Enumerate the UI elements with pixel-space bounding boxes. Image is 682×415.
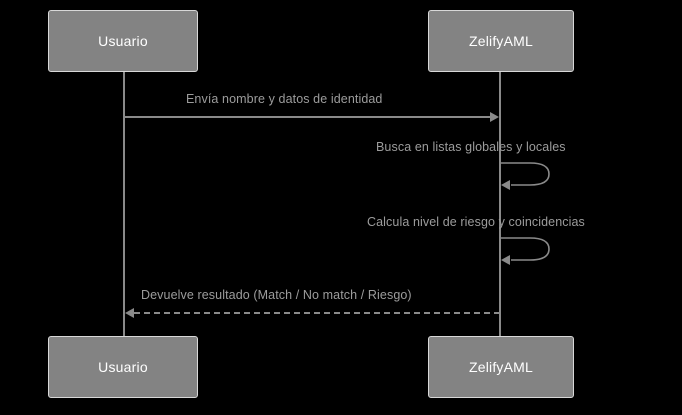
lifeline-usuario xyxy=(123,72,125,336)
message-1-label: Envía nombre y datos de identidad xyxy=(186,92,383,106)
message-2-self-loop xyxy=(500,161,556,189)
message-3-arrowhead xyxy=(501,255,510,265)
participant-footer-zelifyaml-label: ZelifyAML xyxy=(468,359,534,375)
message-3-label: Calcula nivel de riesgo y coincidencias xyxy=(367,215,585,229)
participant-header-usuario-label: Usuario xyxy=(98,33,148,49)
lifeline-zelifyaml xyxy=(499,72,501,336)
message-1-arrowhead xyxy=(490,112,499,122)
participant-footer-zelifyaml[interactable]: ZelifyAML xyxy=(428,336,574,398)
message-4-arrowhead xyxy=(125,308,134,318)
participant-header-usuario[interactable]: Usuario xyxy=(48,10,198,72)
message-3-self-loop xyxy=(500,236,556,264)
participant-header-zelifyaml[interactable]: ZelifyAML xyxy=(428,10,574,72)
message-2-label: Busca en listas globales y locales xyxy=(376,140,566,154)
message-2-arrowhead xyxy=(501,180,510,190)
message-4-line xyxy=(134,312,500,314)
participant-footer-usuario-label: Usuario xyxy=(98,359,148,375)
message-1-line xyxy=(124,116,491,118)
message-4-label: Devuelve resultado (Match / No match / R… xyxy=(141,288,412,302)
participant-header-zelifyaml-label: ZelifyAML xyxy=(468,33,534,49)
participant-footer-usuario[interactable]: Usuario xyxy=(48,336,198,398)
